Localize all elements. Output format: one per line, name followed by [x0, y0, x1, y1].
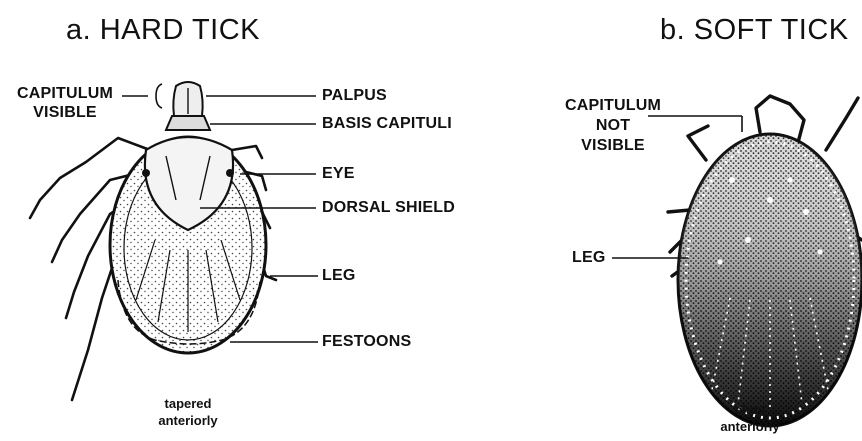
- capitulum-visible-label-line2: VISIBLE: [8, 105, 122, 121]
- hard-tick-caption-line2: anteriorly: [128, 413, 248, 430]
- capitulum-not-visible-label-line2: NOT: [558, 116, 668, 136]
- festoons-label: FESTOONS: [322, 334, 411, 350]
- hard-tick-leg-label: LEG: [322, 268, 356, 284]
- soft-tick-title: b. SOFT TICK: [660, 16, 849, 45]
- capitulum-not-visible-label-line3: VISIBLE: [558, 136, 668, 156]
- capitulum-not-visible-label-line1: CAPITULUM: [558, 96, 668, 116]
- soft-tick-caption: blunt anteriorly: [690, 402, 810, 436]
- hard-tick-caption: tapered anteriorly: [128, 396, 248, 430]
- capitulum-visible-label: CAPITULUM VISIBLE: [8, 86, 122, 121]
- hard-tick-title: a. HARD TICK: [66, 16, 260, 45]
- soft-tick-caption-line1: blunt: [690, 402, 810, 419]
- capitulum-not-visible-label: CAPITULUM NOT VISIBLE: [558, 96, 668, 156]
- eye-label: EYE: [322, 166, 355, 182]
- dorsal-shield-label: DORSAL SHIELD: [322, 200, 455, 216]
- capitulum-visible-label-line1: CAPITULUM: [8, 86, 122, 102]
- soft-tick-caption-line2: anteriorly: [690, 419, 810, 436]
- hard-tick-drawing: [30, 82, 276, 400]
- palpus-label: PALPUS: [322, 88, 387, 104]
- basis-capituli-label: BASIS CAPITULI: [322, 116, 452, 132]
- hard-tick-caption-line1: tapered: [128, 396, 248, 413]
- soft-tick-drawing: [668, 96, 862, 426]
- soft-tick-leg-label: LEG: [572, 250, 606, 266]
